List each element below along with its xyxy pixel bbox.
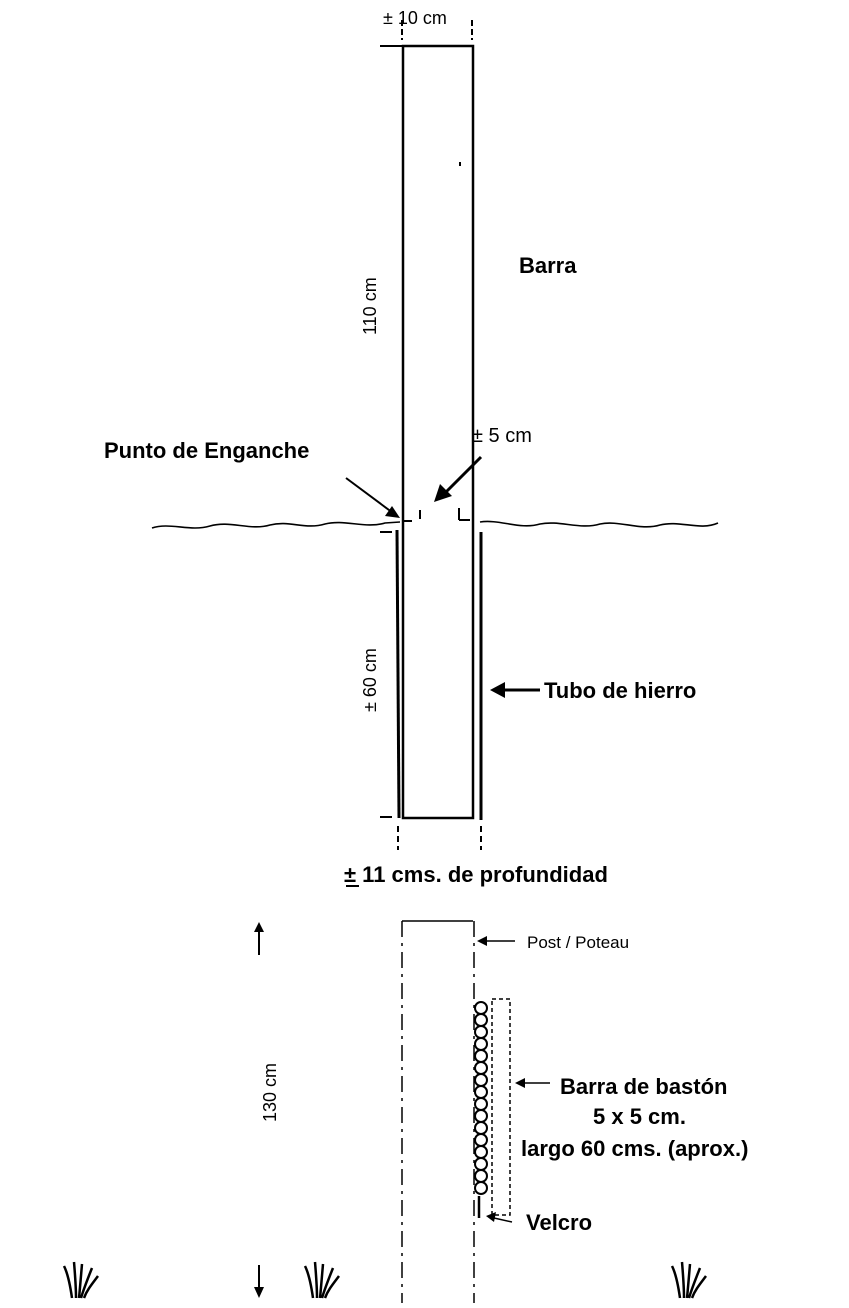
down-arrow-icon <box>254 1287 264 1298</box>
gap-arrow-icon <box>434 455 483 502</box>
buried-dimension <box>380 531 482 850</box>
grass-tuft-icon <box>62 1261 99 1299</box>
gap-label: ± 5 cm <box>472 425 532 447</box>
hook-arrow-icon <box>345 477 400 518</box>
grass-tuft-icon <box>670 1261 707 1299</box>
depth-label: ± 11 cms. de profundidad <box>344 862 608 887</box>
tube-label: Tubo de hierro <box>544 678 696 703</box>
bar-label: Barra <box>519 253 577 278</box>
iron-tube <box>395 529 483 820</box>
stick-label-line1: Barra de bastón <box>560 1074 728 1099</box>
buried-label: ± 60 cm <box>360 648 380 712</box>
velcro-arrow-icon <box>486 1212 513 1223</box>
height-dimension <box>254 922 264 1298</box>
hook-markers <box>402 508 470 522</box>
post-outline <box>401 920 475 1303</box>
tube-arrow-icon <box>490 682 540 698</box>
width-label: ± 10 cm <box>383 8 447 28</box>
stick-label-line3: largo 60 cms. (aprox.) <box>521 1136 748 1161</box>
stick-arrow-icon <box>515 1078 550 1088</box>
ground-line <box>151 520 719 529</box>
velcro-label: Velcro <box>526 1210 592 1235</box>
top-diagram: ± 10 cm 110 cm Barra Punto de Enganche ±… <box>104 8 719 887</box>
post-arrow-icon <box>477 936 515 946</box>
grass-tuft-icon <box>303 1261 340 1299</box>
hook-point-label: Punto de Enganche <box>104 438 309 463</box>
height-label-110: 110 cm <box>360 277 380 335</box>
post-label: Post / Poteau <box>527 933 629 952</box>
up-arrow-icon <box>254 922 264 932</box>
width-dimension <box>380 20 473 47</box>
bar-rectangle <box>401 44 475 820</box>
velcro-loops <box>474 1001 488 1218</box>
bottom-diagram: 130 cm Post / Poteau <box>62 920 748 1303</box>
height-label-130: 130 cm <box>260 1063 280 1122</box>
stick-bar <box>491 998 511 1216</box>
stick-label-line2: 5 x 5 cm. <box>593 1104 686 1129</box>
